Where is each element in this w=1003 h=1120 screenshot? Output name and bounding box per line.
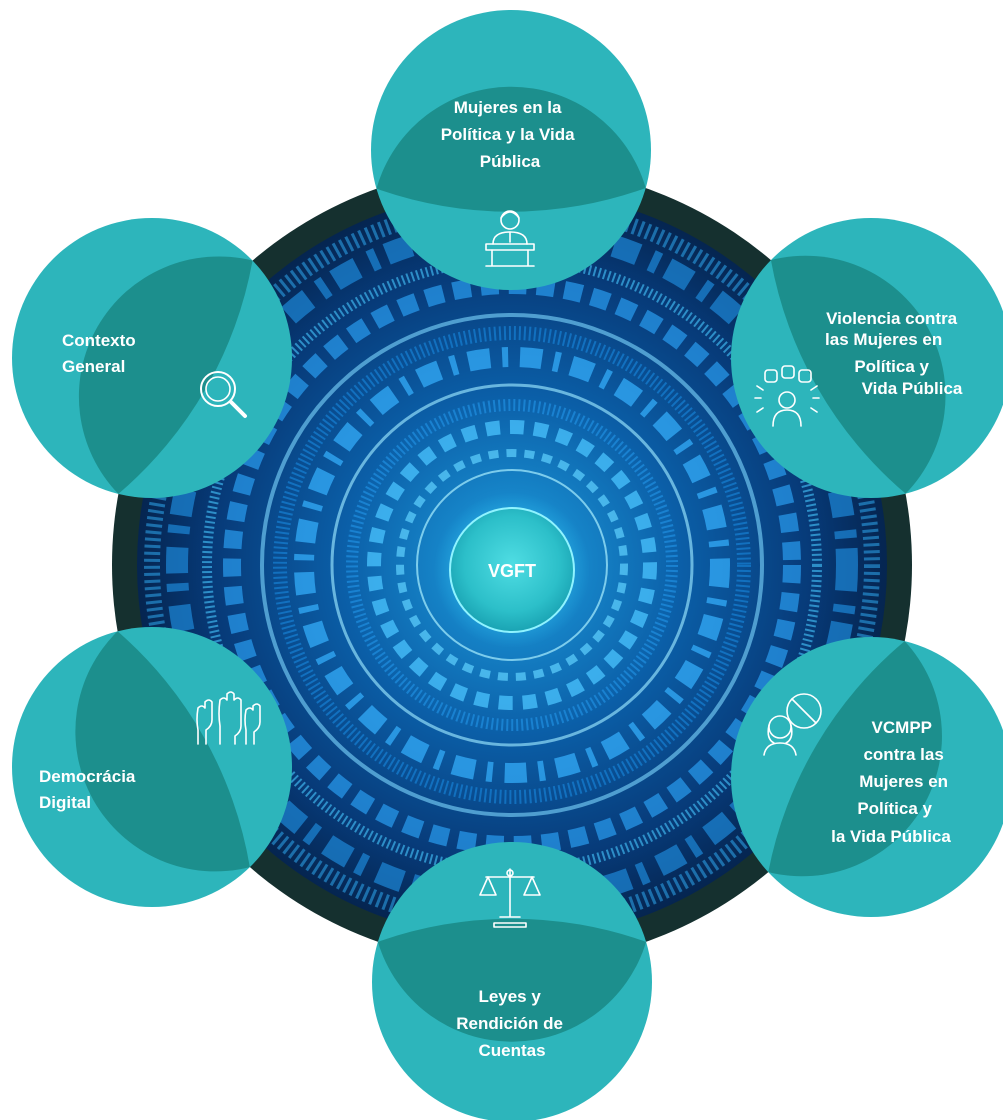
node-label-contexto: Contexto General (62, 331, 140, 376)
hub-ring-blocks-5 (396, 449, 628, 681)
node-overlap-vcmpp (768, 641, 942, 877)
node-label-leyes: Leyes y Rendición de Cuentas (456, 987, 567, 1060)
scales-of-justice-icon (479, 868, 541, 928)
node-overlap-democracia (75, 631, 250, 872)
hub-ring-blocks-4 (367, 420, 657, 710)
podium-speaker-icon (485, 210, 535, 267)
node-overlap-leyes (377, 918, 647, 1042)
node-overlap-mujeres-politica (376, 86, 646, 212)
node-label-violencia: Violencia contra las Mujeres en Política… (825, 309, 963, 398)
center-core (449, 507, 575, 633)
node-overlap-contexto (78, 256, 253, 494)
node-overlap-violencia (770, 255, 946, 494)
woman-prohibited-icon (763, 693, 822, 756)
node-label-vcmpp: VCMPP contra las Mujeres en Política y l… (831, 718, 953, 846)
violence-fists-icon (754, 365, 820, 427)
magnifier-icon (200, 371, 247, 418)
raised-hands-icon (196, 691, 261, 745)
hub-ring-fine-3 (273, 326, 751, 804)
hub-ring-blocks-3 (294, 347, 730, 783)
node-label-democracia: Democrácia Digital (39, 767, 140, 812)
node-label-mujeres-politica: Mujeres en la Política y la Vida Pública (441, 98, 580, 171)
hub-ring-line-2 (330, 383, 694, 747)
hub-ring-fine-4 (346, 399, 678, 731)
center-label: VGFT (488, 561, 536, 581)
hub-ring-line-1 (260, 313, 764, 817)
hub-ring-line-3 (416, 469, 608, 661)
